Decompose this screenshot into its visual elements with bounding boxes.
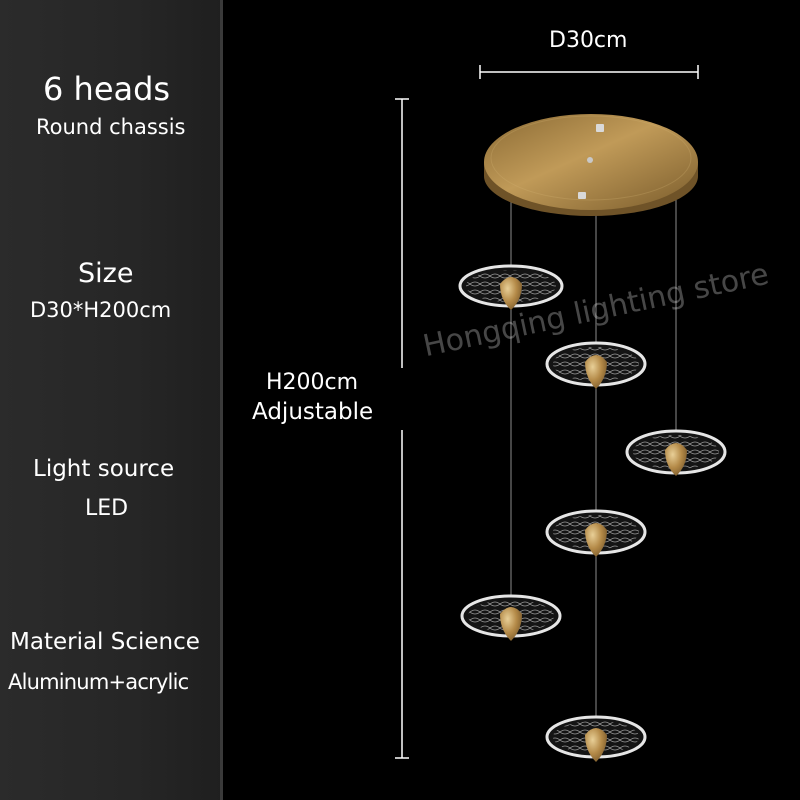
heads-count: 6 heads (43, 70, 171, 108)
material-value: Aluminum+acrylic (8, 670, 189, 694)
light-source-label: Light source (33, 456, 175, 482)
size-label: Size (78, 258, 134, 289)
lamp-head (545, 509, 647, 557)
height-label: H200cm (266, 370, 359, 395)
chassis-type: Round chassis (36, 115, 186, 139)
diameter-dimension-line (479, 65, 699, 79)
light-source-value: LED (85, 496, 129, 521)
spec-panel (0, 0, 222, 800)
lamp-head (625, 429, 727, 476)
adjustable-label: Adjustable (252, 399, 374, 425)
size-value: D30*H200cm (30, 298, 172, 322)
lamp-head (458, 264, 564, 310)
material-label: Material Science (10, 629, 200, 655)
lamp-head (460, 594, 562, 641)
panel-divider (220, 0, 223, 800)
round-chassis-canopy (484, 114, 698, 216)
diameter-label: D30cm (549, 28, 628, 53)
height-dimension-line (395, 98, 409, 759)
lamp-head (545, 341, 647, 389)
lamp-head (545, 715, 647, 762)
